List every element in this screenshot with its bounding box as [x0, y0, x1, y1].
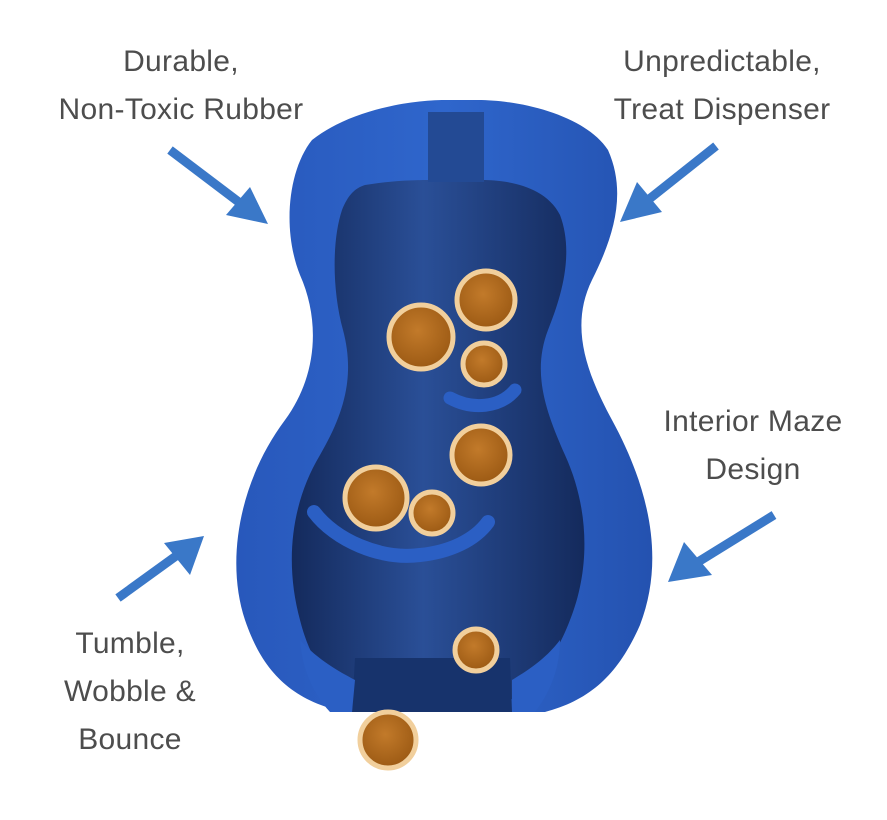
label-interior-maze: Interior Maze Design	[640, 398, 866, 494]
label-tumble-wobble-bounce: Tumble, Wobble & Bounce	[30, 620, 230, 764]
label-line: Unpredictable,	[623, 45, 821, 78]
label-treat-dispenser: Unpredictable, Treat Dispenser	[572, 38, 872, 134]
label-line: Bounce	[78, 723, 182, 756]
interior-cavity	[291, 180, 585, 700]
treats	[342, 268, 518, 771]
treat-icon	[386, 302, 456, 372]
treat-icon	[460, 340, 508, 388]
label-line: Tumble,	[75, 627, 185, 660]
treat-icon	[449, 423, 513, 487]
label-line: Design	[705, 453, 801, 486]
bottom-lip-right	[512, 640, 560, 712]
arrow-icon	[167, 146, 268, 224]
label-line: Treat Dispenser	[613, 93, 831, 126]
arrows	[115, 142, 777, 602]
maze-ridge-upper	[443, 383, 522, 413]
label-line: Interior Maze	[663, 405, 843, 438]
arrow-icon	[668, 511, 777, 582]
top-opening	[428, 112, 484, 182]
label-line: Durable,	[123, 45, 239, 78]
maze-ridge-lower	[307, 505, 495, 563]
treat-icon	[357, 709, 419, 771]
treat-icon	[342, 464, 410, 532]
label-line: Wobble &	[64, 675, 196, 708]
treat-icon	[408, 489, 456, 537]
treat-icon	[452, 626, 500, 674]
bottom-lip-left	[300, 640, 355, 712]
arrow-icon	[620, 142, 719, 222]
label-line: Non-Toxic Rubber	[58, 93, 304, 126]
treat-icon	[454, 268, 518, 332]
arrow-icon	[115, 536, 204, 602]
label-durable-rubber: Durable, Non-Toxic Rubber	[0, 38, 362, 134]
